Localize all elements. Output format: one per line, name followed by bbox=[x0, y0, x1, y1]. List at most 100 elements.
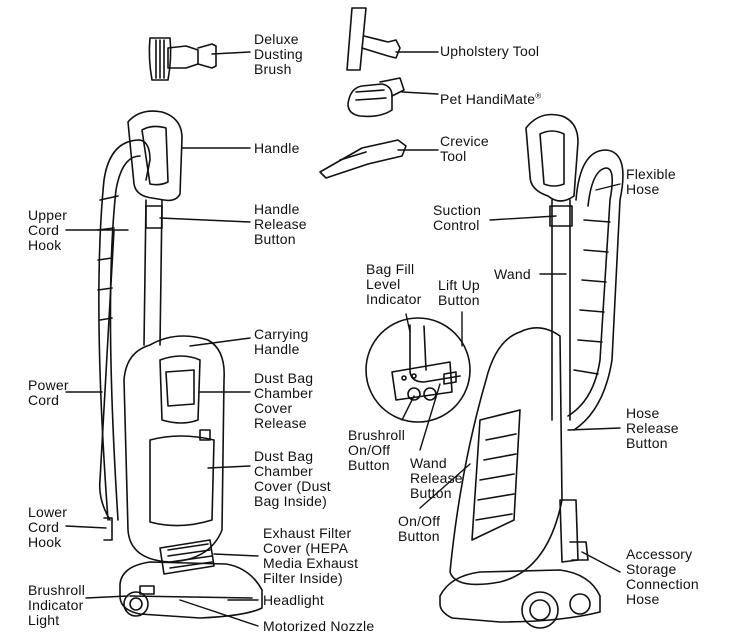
label-line: Button bbox=[438, 292, 480, 308]
label-line: Filter Inside) bbox=[263, 570, 343, 586]
label-line: Brush bbox=[254, 61, 292, 77]
label-line: Release bbox=[254, 216, 307, 232]
label-line: Hose bbox=[626, 181, 660, 197]
leader-lines bbox=[65, 51, 621, 627]
label-hose-release-button: Hose Release Button bbox=[626, 406, 679, 451]
label-wand: Wand bbox=[494, 267, 531, 282]
label-line: Accessory bbox=[626, 546, 693, 562]
label-line: Connection bbox=[626, 576, 699, 592]
label-line: Lift Up bbox=[438, 277, 480, 293]
label-lower-cord-hook: Lower Cord Hook bbox=[28, 505, 67, 550]
label-lift-up-button: Lift Up Button bbox=[438, 278, 480, 308]
label-line: Control bbox=[433, 217, 480, 233]
label-line: Hose bbox=[626, 405, 660, 421]
label-dust-bag-chamber-cover-release: Dust Bag Chamber Cover Release bbox=[254, 371, 313, 431]
dusting-brush-icon bbox=[148, 37, 217, 81]
label-line: Media Exhaust bbox=[263, 555, 359, 571]
upholstery-tool-icon bbox=[346, 7, 401, 71]
label-line: Deluxe bbox=[254, 31, 299, 47]
label-line: Light bbox=[28, 612, 60, 628]
label-line: Handle bbox=[254, 201, 300, 217]
label-wand-release-button: Wand Release Button bbox=[410, 456, 463, 501]
label-line: Button bbox=[348, 457, 390, 473]
label-line: Carrying bbox=[254, 326, 309, 342]
label-bag-fill-level-indicator: Bag Fill Level Indicator bbox=[366, 262, 422, 307]
label-line: Upper bbox=[28, 207, 68, 223]
label-line: Crevice bbox=[440, 133, 489, 149]
pet-handimate-icon bbox=[347, 77, 405, 118]
label-headlight: Headlight bbox=[263, 593, 324, 608]
label-carrying-handle: Carrying Handle bbox=[254, 327, 309, 357]
label-line: Upholstery Tool bbox=[440, 43, 540, 59]
label-handle: Handle bbox=[254, 141, 300, 156]
label-line: Handle bbox=[254, 140, 300, 156]
label-line: Pet HandiMate® bbox=[440, 91, 541, 107]
label-line: Release bbox=[626, 420, 679, 436]
label-line: Tool bbox=[440, 148, 467, 164]
label-brushroll-indicator-light: Brushroll Indicator Light bbox=[28, 583, 85, 628]
label-brushroll-onoff-button: Brushroll On/Off Button bbox=[348, 428, 405, 473]
label-line: Button bbox=[410, 485, 452, 501]
label-line: On/Off bbox=[398, 513, 441, 529]
registered-mark: ® bbox=[535, 91, 542, 100]
label-line: Button bbox=[626, 435, 668, 451]
label-power-cord: Power Cord bbox=[28, 378, 69, 408]
label-text: Pet HandiMate bbox=[440, 90, 536, 107]
label-accessory-storage-connection-hose: Accessory Storage Connection Hose bbox=[626, 547, 699, 607]
vacuum-rear-view bbox=[439, 113, 624, 629]
label-line: Suction bbox=[433, 202, 482, 218]
label-line: Chamber bbox=[254, 463, 313, 479]
label-line: Chamber bbox=[254, 385, 313, 401]
label-line: Brushroll bbox=[348, 427, 406, 443]
label-line: Headlight bbox=[263, 592, 324, 608]
label-pet-handimate: Pet HandiMate® bbox=[440, 88, 541, 107]
label-deluxe-dusting-brush: Deluxe Dusting Brush bbox=[254, 32, 303, 77]
label-dust-bag-chamber-cover: Dust Bag Chamber Cover (Dust Bag Inside) bbox=[254, 449, 331, 509]
label-line: Hook bbox=[28, 534, 62, 550]
label-line: Indicator bbox=[366, 291, 422, 307]
label-motorized-nozzle: Motorized Nozzle bbox=[263, 619, 374, 634]
label-line: Dust Bag bbox=[254, 448, 314, 464]
label-line: Dust Bag bbox=[254, 370, 314, 386]
label-line: Brushroll bbox=[28, 582, 86, 598]
label-line: Bag Fill bbox=[366, 261, 415, 277]
label-line: Cover bbox=[254, 400, 293, 416]
label-line: Flexible bbox=[626, 166, 676, 182]
label-line: Cover (Dust bbox=[254, 478, 331, 494]
label-line: Hook bbox=[28, 237, 62, 253]
label-line: Level bbox=[366, 276, 401, 292]
detail-inset bbox=[365, 317, 471, 423]
label-flexible-hose: Flexible Hose bbox=[626, 167, 676, 197]
label-suction-control: Suction Control bbox=[433, 203, 481, 233]
label-onoff-button: On/Off Button bbox=[398, 514, 440, 544]
label-line: Cover (HEPA bbox=[263, 540, 349, 556]
label-line: Cord bbox=[28, 519, 60, 535]
label-line: Handle bbox=[254, 341, 300, 357]
label-line: Button bbox=[254, 231, 296, 247]
label-line: Bag Inside) bbox=[254, 493, 328, 509]
label-line: Exhaust Filter bbox=[263, 525, 352, 541]
vacuum-front-view bbox=[97, 110, 263, 619]
label-exhaust-filter-cover: Exhaust Filter Cover (HEPA Media Exhaust… bbox=[263, 526, 358, 586]
label-line: Wand bbox=[494, 266, 531, 282]
label-upholstery-tool: Upholstery Tool bbox=[440, 44, 539, 59]
label-line: Storage bbox=[626, 561, 677, 577]
label-handle-release-button: Handle Release Button bbox=[254, 202, 307, 247]
label-line: Indicator bbox=[28, 597, 84, 613]
label-line: Cord bbox=[28, 392, 60, 408]
label-line: Cord bbox=[28, 222, 60, 238]
label-line: Release bbox=[254, 415, 307, 431]
label-line: Lower bbox=[28, 504, 68, 520]
label-line: Button bbox=[398, 528, 440, 544]
crevice-tool-icon bbox=[319, 139, 407, 179]
label-line: Wand bbox=[410, 455, 447, 471]
label-line: Release bbox=[410, 470, 463, 486]
label-line: On/Off bbox=[348, 442, 391, 458]
label-line: Dusting bbox=[254, 46, 303, 62]
label-upper-cord-hook: Upper Cord Hook bbox=[28, 208, 67, 253]
label-line: Power bbox=[28, 377, 69, 393]
label-line: Motorized Nozzle bbox=[263, 618, 375, 634]
label-crevice-tool: Crevice Tool bbox=[440, 134, 489, 164]
